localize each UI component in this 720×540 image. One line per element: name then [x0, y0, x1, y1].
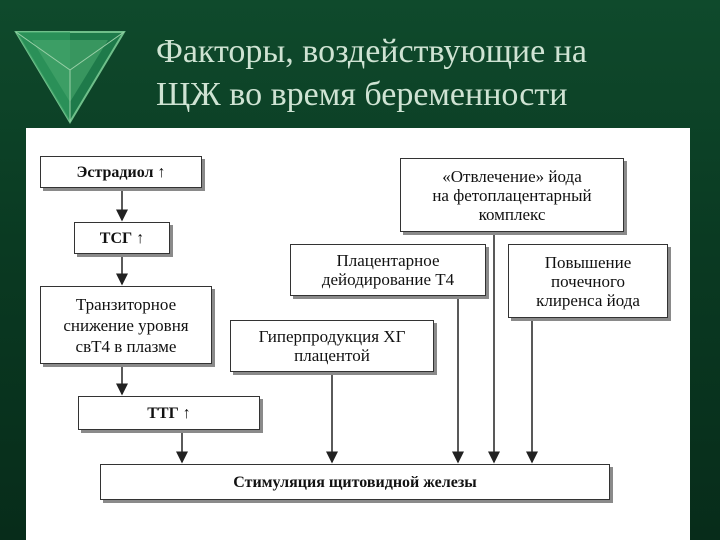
box-deiod-line-1: Плацентарное [336, 251, 440, 270]
box-tsg-label: ТСГ ↑ [99, 229, 145, 247]
box-iodine-line-2: на фетоплацентарный [432, 185, 592, 205]
box-transient-line-3: свТ4 в плазме [75, 336, 177, 356]
box-estradiol-label: Эстрадиол ↑ [76, 163, 166, 181]
box-transient-line-2: снижение уровня [63, 315, 189, 335]
green-pyramid-logo-icon [14, 31, 126, 124]
box-stimulation-label: Стимуляция щитовидной железы [233, 473, 477, 491]
box-hcg-line-1: Гиперпродукция ХГ [258, 327, 406, 346]
box-renal-line-1: Повышение [544, 252, 632, 272]
box-iodine-diversion: «Отвлечение» йода на фетоплацентарный ко… [400, 158, 624, 232]
diagram-arrows [116, 188, 538, 464]
box-hcg-overproduction: Гиперпродукция ХГ плацентой [230, 320, 434, 372]
box-transient-line-1: Транзиторное [75, 294, 177, 314]
title-line-2: ЩЖ во время беременности [156, 76, 568, 113]
box-deiod-line-2: дейодирование Т4 [321, 270, 455, 289]
diagram-panel: Эстрадиол ↑ ТСГ ↑ Транзиторное снижение … [26, 128, 690, 540]
box-renal-line-3: клиренса йода [536, 290, 640, 310]
title-line-1: Факторы, воздействующие на [156, 33, 587, 70]
page-title: Факторы, воздействующие на ЩЖ во время б… [156, 30, 716, 116]
box-renal-clearance: Повышение почечного клиренса йода [508, 244, 668, 318]
box-hcg-line-2: плацентой [294, 346, 370, 365]
box-renal-line-2: почечного [550, 271, 626, 291]
box-thyroid-stimulation: Стимуляция щитовидной железы [100, 464, 610, 500]
box-placental-deiodination: Плацентарное дейодирование Т4 [290, 244, 486, 296]
box-estradiol: Эстрадиол ↑ [40, 156, 202, 188]
box-ttg: ТТГ ↑ [78, 396, 260, 430]
box-iodine-line-3: комплекс [478, 204, 546, 224]
box-tsg: ТСГ ↑ [74, 222, 170, 254]
box-ttg-label: ТТГ ↑ [147, 404, 191, 422]
box-iodine-line-1: «Отвлечение» йода [442, 166, 582, 186]
box-transient-decrease: Транзиторное снижение уровня свТ4 в плаз… [40, 286, 212, 364]
